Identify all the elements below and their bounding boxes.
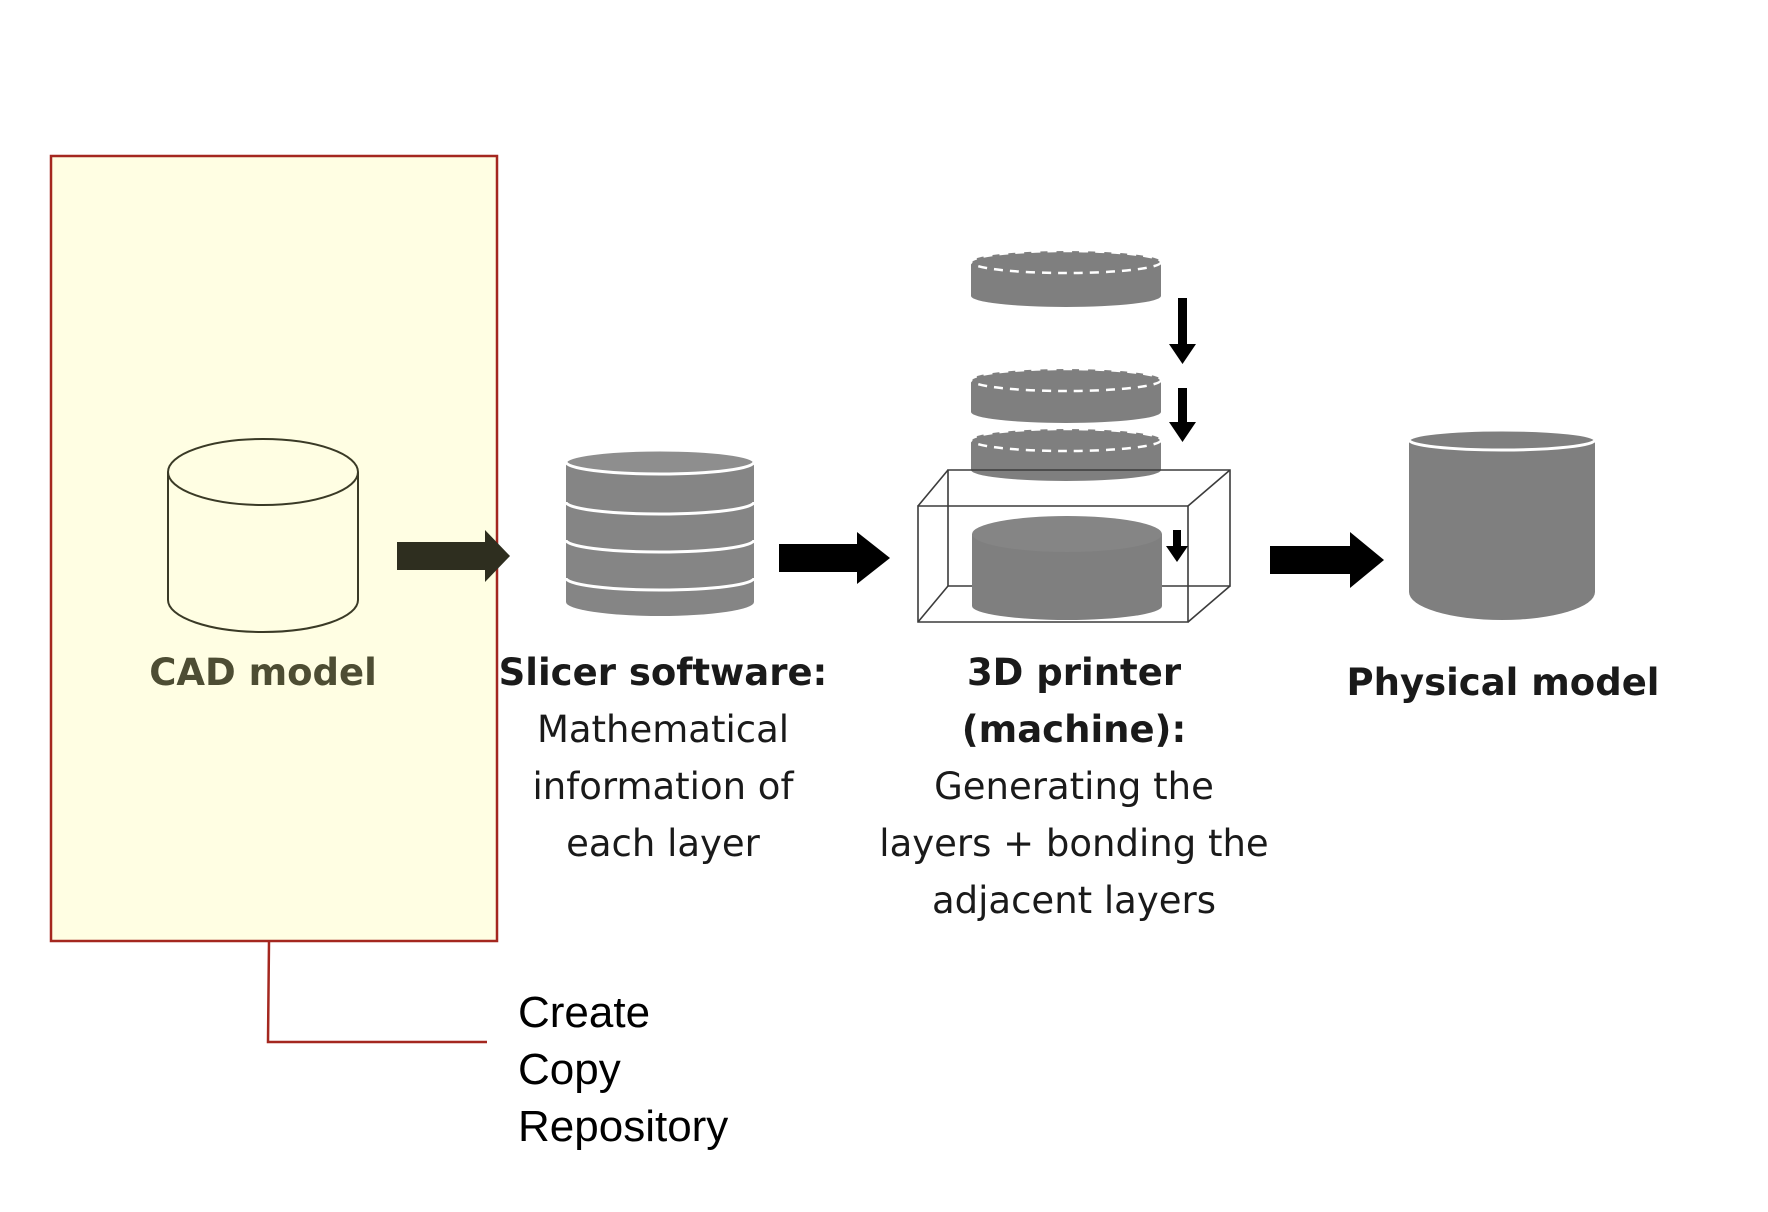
cad-model-title: CAD model — [149, 651, 377, 694]
sliced-cylinder-icon — [564, 448, 756, 616]
arrow-right-icon — [1270, 532, 1384, 588]
callout-line-copy: Copy — [518, 1045, 621, 1094]
step-label-physical: Physical model — [1336, 654, 1670, 711]
printer-title: 3D printer — [966, 651, 1182, 694]
callout-line-repository: Repository — [518, 1102, 729, 1151]
slicer-desc-line: information of — [532, 765, 794, 808]
printer-desc-line: Generating the — [934, 765, 1214, 808]
slicer-desc-line: Mathematical — [536, 708, 790, 751]
callout-connector — [266, 940, 487, 1044]
printer-title-line2: (machine): — [961, 708, 1187, 751]
slicer-title: Slicer software: — [498, 651, 828, 694]
printer-desc-line: adjacent layers — [931, 879, 1217, 922]
printer-layers-icon — [917, 249, 1231, 623]
printer-desc-line: layers + bonding the — [879, 822, 1269, 865]
step-label-slicer: Slicer software: Mathematical informatio… — [480, 644, 846, 872]
callout-line-create: Create — [518, 988, 651, 1037]
arrow-right-icon — [779, 532, 890, 584]
solid-cylinder-icon — [1407, 428, 1597, 620]
step-label-printer: 3D printer (machine): Generating the lay… — [856, 644, 1292, 929]
physical-model-title: Physical model — [1346, 661, 1660, 704]
cad-outline-cylinder-icon — [167, 438, 359, 633]
step-label-cad: CAD model — [120, 644, 406, 701]
callout-text: Create Copy Repository — [518, 984, 728, 1155]
slicer-desc-line: each layer — [566, 822, 760, 865]
arrow-right-icon — [397, 530, 510, 582]
